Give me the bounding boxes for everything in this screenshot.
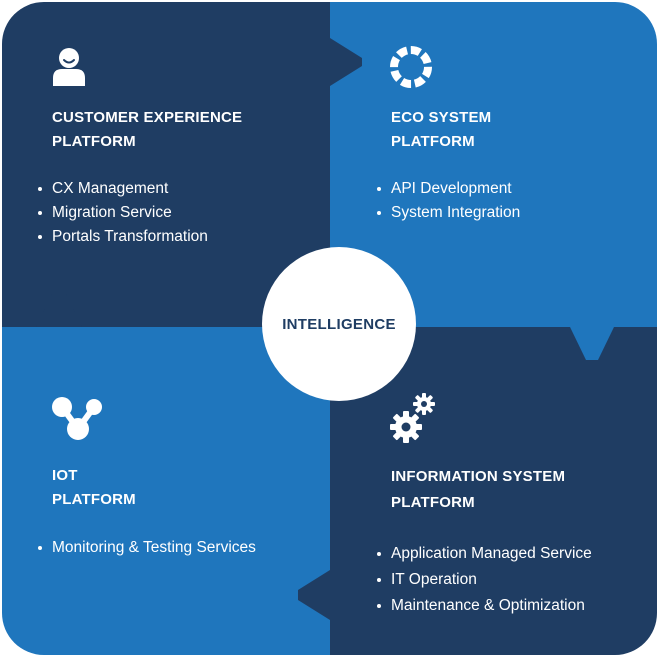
quadrant-eco-system: ECO SYSTEM PLATFORM API Development Syst…: [330, 0, 659, 327]
quadrant-bg-bottom-left: [2, 327, 330, 655]
list-item: System Integration: [377, 201, 520, 225]
tab-top-right: [330, 38, 362, 86]
service-list: API Development System Integration: [377, 177, 520, 225]
quadrant-bg-top-left: [2, 2, 330, 327]
quadrant-title: IOT PLATFORM: [52, 467, 136, 508]
molecule-icon: [52, 397, 102, 440]
quadrant-title: ECO SYSTEM PLATFORM: [391, 109, 492, 150]
quadrant-title: INFORMATION SYSTEM PLATFORM: [391, 468, 566, 511]
quadrant-title: CUSTOMER EXPERIENCE PLATFORM: [52, 109, 243, 150]
list-item: Application Managed Service: [377, 541, 592, 567]
service-list: Monitoring & Testing Services: [38, 536, 256, 560]
center-label: INTELLIGENCE: [282, 315, 396, 333]
gears-icon: [390, 393, 435, 443]
tab-left-up: [36, 294, 82, 327]
quadrant-information-system: INFORMATION SYSTEM PLATFORM Application …: [330, 327, 659, 657]
list-item: Portals Transformation: [38, 225, 208, 249]
list-item: API Development: [377, 177, 520, 201]
tab-bottom-left: [298, 570, 330, 620]
list-item: CX Management: [38, 177, 208, 201]
service-list: Application Managed Service IT Operation…: [377, 541, 592, 619]
tab-right-down: [570, 327, 614, 360]
list-item: Migration Service: [38, 201, 208, 225]
user-icon: [53, 48, 85, 86]
quadrant-iot: IOT PLATFORM Monitoring & Testing Servic…: [0, 327, 330, 657]
ring-icon: [390, 46, 432, 88]
service-list: CX Management Migration Service Portals …: [38, 177, 208, 249]
list-item: Monitoring & Testing Services: [38, 536, 256, 560]
center-circle: [262, 247, 416, 401]
list-item: Maintenance & Optimization: [377, 593, 592, 619]
quadrant-customer-experience: CUSTOMER EXPERIENCE PLATFORM CX Manageme…: [0, 0, 330, 327]
list-item: IT Operation: [377, 567, 592, 593]
